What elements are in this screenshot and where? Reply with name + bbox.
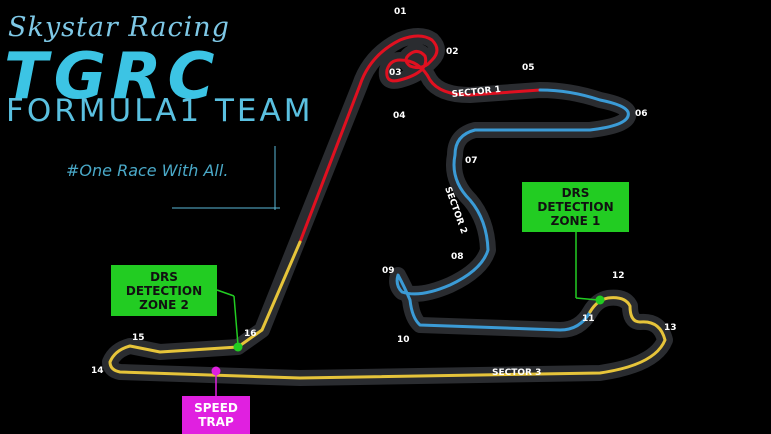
speed-trap-line2: TRAP [198, 415, 234, 429]
drs-zone-2-point [233, 342, 243, 352]
turn-16: 16 [244, 329, 257, 339]
turn-08: 08 [451, 252, 464, 262]
turn-02: 02 [446, 47, 459, 57]
sector-3-line [108, 240, 667, 380]
brand-logo: TGRC [4, 40, 220, 114]
turn-06: 06 [635, 109, 648, 119]
tagline: #One Race With All. [66, 161, 228, 180]
turn-13: 13 [664, 323, 677, 333]
turn-10: 10 [397, 335, 410, 345]
drs-zone-2-line2: DETECTION [126, 284, 202, 298]
drs-zone-1-box [522, 182, 629, 232]
sector-1-line [298, 34, 542, 244]
drs-zone-2-line3: ZONE 2 [139, 298, 189, 312]
turn-12: 12 [612, 271, 625, 281]
drs-zone-1-line1: DRS [562, 186, 590, 200]
drs-zone-1-point [595, 295, 605, 305]
turn-04: 04 [393, 111, 406, 121]
speed-trap-box [182, 396, 250, 434]
drs-zone-2-callout: DRS DETECTION ZONE 2 [111, 265, 243, 352]
brand-script-title: Skystar Racing [8, 12, 230, 43]
drs-zone-1-callout: DRS DETECTION ZONE 1 [522, 182, 629, 305]
brand-team: FORMULA1 TEAM [6, 93, 313, 129]
turn-14: 14 [91, 366, 104, 376]
turn-09: 09 [382, 266, 395, 276]
speed-trap-line1: SPEED [194, 401, 238, 415]
turn-15: 15 [132, 333, 145, 343]
drs-zone-2-box [111, 265, 217, 316]
speed-trap-point [211, 366, 221, 376]
speed-trap-callout: SPEED TRAP [182, 366, 250, 434]
drs-zone-1-line3: ZONE 1 [551, 214, 601, 228]
sector-2-line [395, 88, 630, 332]
turn-07: 07 [465, 156, 478, 166]
drs-zone-1-line2: DETECTION [537, 200, 613, 214]
turn-03: 03 [389, 68, 402, 78]
sector-3-label: SECTOR 3 [492, 368, 541, 378]
turn-05: 05 [522, 63, 535, 73]
turn-01: 01 [394, 7, 407, 17]
drs-zone-2-line1: DRS [150, 270, 178, 284]
turn-11: 11 [582, 314, 595, 324]
